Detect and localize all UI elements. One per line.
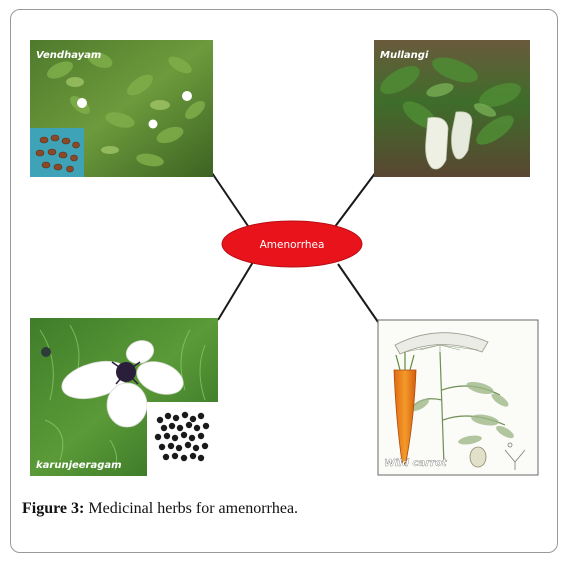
connector-wild-carrot bbox=[337, 263, 379, 323]
center-label: Amenorrhea bbox=[260, 239, 325, 251]
connector-karunjeeragam bbox=[217, 261, 254, 321]
photo-karunjeeragam: karunjeeragam bbox=[30, 318, 218, 476]
figure-caption: Figure 3: Medicinal herbs for amenorrhea… bbox=[22, 500, 298, 518]
caption-text: Medicinal herbs for amenorrhea. bbox=[84, 500, 299, 517]
connector-mullangi bbox=[333, 171, 377, 229]
mullangi-label: Mullangi bbox=[380, 50, 429, 61]
connector-vendhayam bbox=[209, 169, 249, 227]
caption-label: Figure 3: bbox=[22, 500, 85, 517]
center-node: Amenorrhea bbox=[221, 220, 363, 268]
photo-mullangi: Mullangi bbox=[374, 40, 530, 177]
photo-vendhayam: Vendhayam bbox=[30, 40, 213, 177]
photo-wild-carrot: Wild carrot bbox=[377, 319, 539, 476]
vendhayam-label: Vendhayam bbox=[36, 50, 101, 61]
wild-carrot-label: Wild carrot bbox=[384, 458, 448, 469]
karunjeeragam-label: karunjeeragam bbox=[36, 460, 122, 471]
connector-lines bbox=[209, 169, 379, 323]
